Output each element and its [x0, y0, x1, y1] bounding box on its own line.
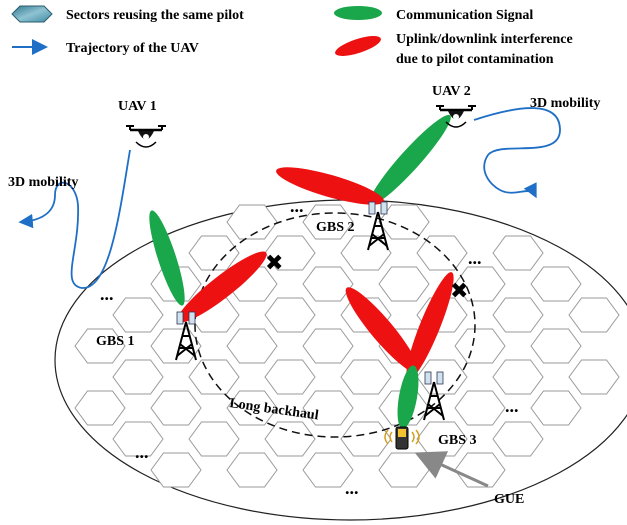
hex-cell	[568, 297, 620, 333]
hex-cell	[226, 204, 278, 240]
legend-trajectory-label: Trajectory of the UAV	[66, 41, 199, 56]
ellipsis-2: ...	[290, 196, 304, 216]
uav2-trajectory	[473, 107, 561, 199]
hex-cell	[264, 235, 316, 271]
legend-sectors-label: Sectors reusing the same pilot	[66, 8, 244, 23]
backhaul-ring	[194, 212, 476, 438]
hex-cell	[264, 421, 316, 457]
gue-device	[384, 426, 420, 450]
towers	[175, 201, 445, 421]
hex-cell	[226, 452, 278, 488]
hex-cell	[150, 452, 202, 488]
uav2-label: UAV 2	[432, 84, 471, 99]
blocked-link-icon-1: ✖	[265, 251, 283, 276]
legend-signal-label: Communication Signal	[396, 8, 533, 23]
hex-cell	[378, 266, 430, 302]
hex-cell	[74, 390, 126, 426]
hex-cell	[302, 452, 354, 488]
hex-cell	[492, 421, 544, 457]
hex-cell	[112, 297, 164, 333]
hex-cell	[74, 328, 126, 364]
hex-cell	[492, 235, 544, 271]
hex-cell	[340, 421, 392, 457]
hex-cell	[378, 204, 430, 240]
gbs1-tower-icon	[175, 311, 197, 361]
hex-cell	[340, 359, 392, 395]
ellipsis-5: ...	[135, 442, 149, 462]
beams	[149, 114, 454, 429]
hex-cell	[264, 297, 316, 333]
legend-interference-label-1: Uplink/downlink interference	[396, 32, 573, 47]
uavs	[126, 105, 476, 148]
phone-signal-right-icon	[411, 429, 420, 445]
hex-cell	[188, 235, 240, 271]
hex-cell	[492, 297, 544, 333]
hex-cell	[112, 421, 164, 457]
ellipsis-6: ...	[345, 478, 359, 498]
hex-cell	[492, 359, 544, 395]
uav1-drone-icon	[126, 125, 166, 148]
hex-cell	[150, 390, 202, 426]
ellipsis-1: ...	[100, 284, 114, 304]
mobility-left-label: 3D mobility	[8, 175, 78, 190]
uav1-label: UAV 1	[118, 99, 157, 114]
hex-cell	[188, 359, 240, 395]
gbs3-signal-beam	[397, 365, 419, 429]
hex-grid	[74, 204, 620, 488]
gbs2-label: GBS 2	[316, 220, 355, 235]
uav2-drone-icon	[436, 105, 476, 128]
gue-label: GUE	[494, 492, 524, 507]
gbs3-tower-icon	[423, 371, 445, 421]
hex-cell	[302, 266, 354, 302]
hex-cell	[454, 452, 506, 488]
gbs2-tower-icon	[367, 201, 389, 251]
ellipsis-3: ...	[468, 248, 482, 268]
legend-signal-swatch	[334, 6, 382, 20]
hex-cell	[112, 359, 164, 395]
gbs1-label: GBS 1	[96, 334, 135, 349]
hex-cell	[378, 452, 430, 488]
gbs2-interference-beam	[276, 167, 384, 205]
hex-cell	[226, 328, 278, 364]
hex-cell	[150, 328, 202, 364]
hex-cell	[188, 421, 240, 457]
hex-cell	[454, 390, 506, 426]
uav1-trajectory	[18, 149, 131, 289]
legend-sector-swatch	[11, 5, 53, 23]
gbs1-interference-beam	[177, 251, 267, 323]
gbs2-signal-beam	[369, 114, 451, 206]
legend-interference-label-2: due to pilot contamination	[396, 52, 554, 67]
hex-cell	[226, 390, 278, 426]
gbs3-label: GBS 3	[438, 433, 477, 448]
hex-cell	[568, 359, 620, 395]
hex-cell	[340, 235, 392, 271]
hex-cell	[454, 328, 506, 364]
ellipsis-4: ...	[505, 396, 519, 416]
legend: Sectors reusing the same pilot Trajector…	[11, 5, 573, 67]
hex-cell	[530, 266, 582, 302]
hex-cell	[264, 359, 316, 395]
hex-cell	[530, 328, 582, 364]
gbs3-interference-beam-b	[406, 272, 454, 380]
hex-cell	[302, 390, 354, 426]
hex-cell	[454, 266, 506, 302]
gbs1-signal-beam	[149, 210, 185, 306]
mobility-right-label: 3D mobility	[530, 96, 600, 111]
gbs3-interference-beam-a	[345, 287, 419, 373]
gue-pointer-arrow	[414, 451, 489, 488]
legend-interference-swatch	[335, 36, 381, 56]
hex-cell	[416, 235, 468, 271]
phone-signal-left-icon	[384, 429, 393, 445]
hex-cell	[530, 390, 582, 426]
hex-cell	[302, 328, 354, 364]
blocked-link-icon-2: ✖	[450, 279, 468, 304]
